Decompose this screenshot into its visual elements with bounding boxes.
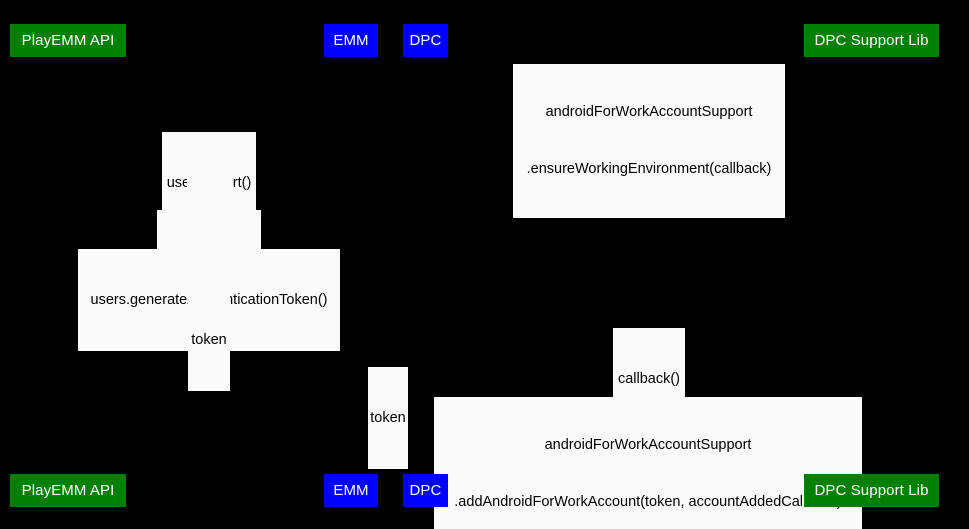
participant-dpc-support-lib-bottom[interactable]: DPC Support Lib bbox=[804, 474, 939, 507]
participant-label: PlayEMM API bbox=[21, 482, 115, 499]
message-token-first: token bbox=[188, 289, 230, 391]
participant-playemm-api-top[interactable]: PlayEMM API bbox=[10, 24, 126, 57]
participant-label: PlayEMM API bbox=[21, 32, 115, 49]
message-ensure-working-environment: androidForWorkAccountSupport .ensureWork… bbox=[513, 64, 785, 218]
message-line: .addAndroidForWorkAccount(token, account… bbox=[454, 494, 842, 510]
message-line: androidForWorkAccountSupport bbox=[545, 104, 753, 120]
participant-emm-top[interactable]: EMM bbox=[324, 24, 378, 57]
message-line: token bbox=[370, 410, 406, 426]
message-add-android-for-work-account: androidForWorkAccountSupport .addAndroid… bbox=[434, 397, 862, 529]
participant-label: DPC Support Lib bbox=[814, 482, 929, 499]
participant-label: EMM bbox=[333, 482, 369, 499]
message-line: token bbox=[191, 332, 227, 348]
participant-dpc-bottom[interactable]: DPC bbox=[403, 474, 448, 507]
participant-label: DPC bbox=[409, 32, 442, 49]
message-line: .ensureWorkingEnvironment(callback) bbox=[526, 161, 772, 177]
participant-label: DPC bbox=[409, 482, 442, 499]
message-token-second: token bbox=[368, 367, 408, 469]
participant-playemm-api-bottom[interactable]: PlayEMM API bbox=[10, 474, 126, 507]
message-line: callback() bbox=[617, 371, 681, 387]
participant-label: DPC Support Lib bbox=[814, 32, 929, 49]
participant-label: EMM bbox=[333, 32, 369, 49]
message-line: androidForWorkAccountSupport bbox=[544, 437, 752, 453]
participant-dpc-support-lib-top[interactable]: DPC Support Lib bbox=[804, 24, 939, 57]
participant-emm-bottom[interactable]: EMM bbox=[324, 474, 378, 507]
participant-dpc-top[interactable]: DPC bbox=[403, 24, 448, 57]
